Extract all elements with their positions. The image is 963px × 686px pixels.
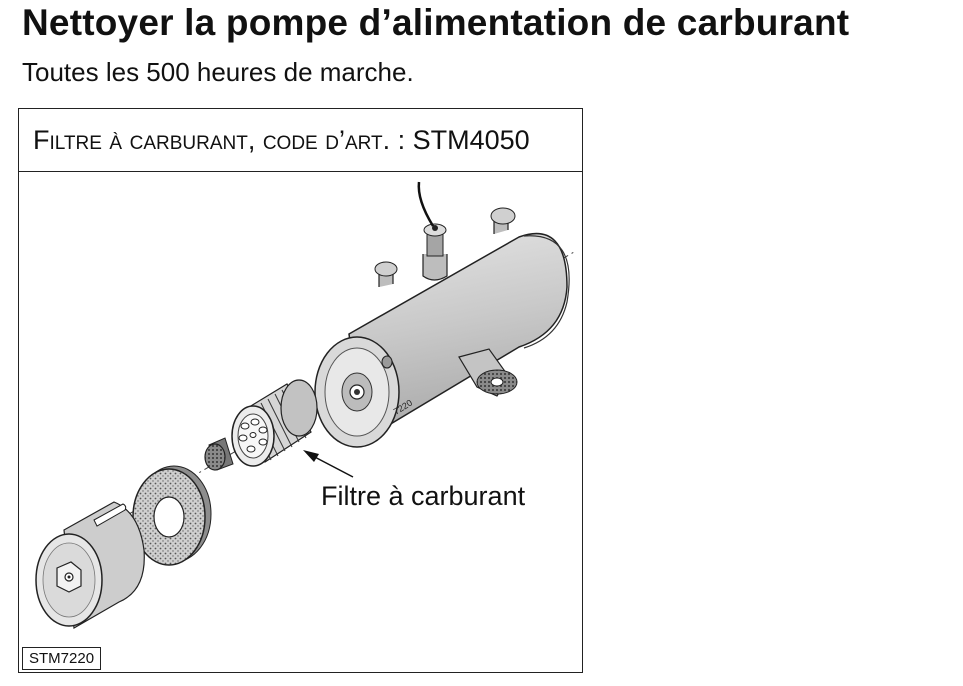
reference-code-box: STM7220 [22,647,102,670]
mounting-bracket [458,348,518,397]
fuel-filter-callout: Filtre à carburant [321,481,526,511]
fuel-pump-exploded-illustration: 7220 [35,181,575,629]
page-subtitle: Toutes les 500 heures de marche. [22,57,414,87]
pump-body [314,207,570,448]
figure-frame: Filtre à carburant, code d’art. : STM405… [18,108,583,673]
electrical-connector [417,181,448,281]
end-cover [35,501,145,629]
callout-arrow [303,450,354,478]
mesh-strainer [204,437,234,471]
figure-caption: Filtre à carburant, code d’art. : STM405… [19,109,582,172]
page-title: Nettoyer la pompe d’alimentation de carb… [22,2,850,43]
fuel-filter-element [231,379,318,467]
sealing-gasket [132,465,212,566]
